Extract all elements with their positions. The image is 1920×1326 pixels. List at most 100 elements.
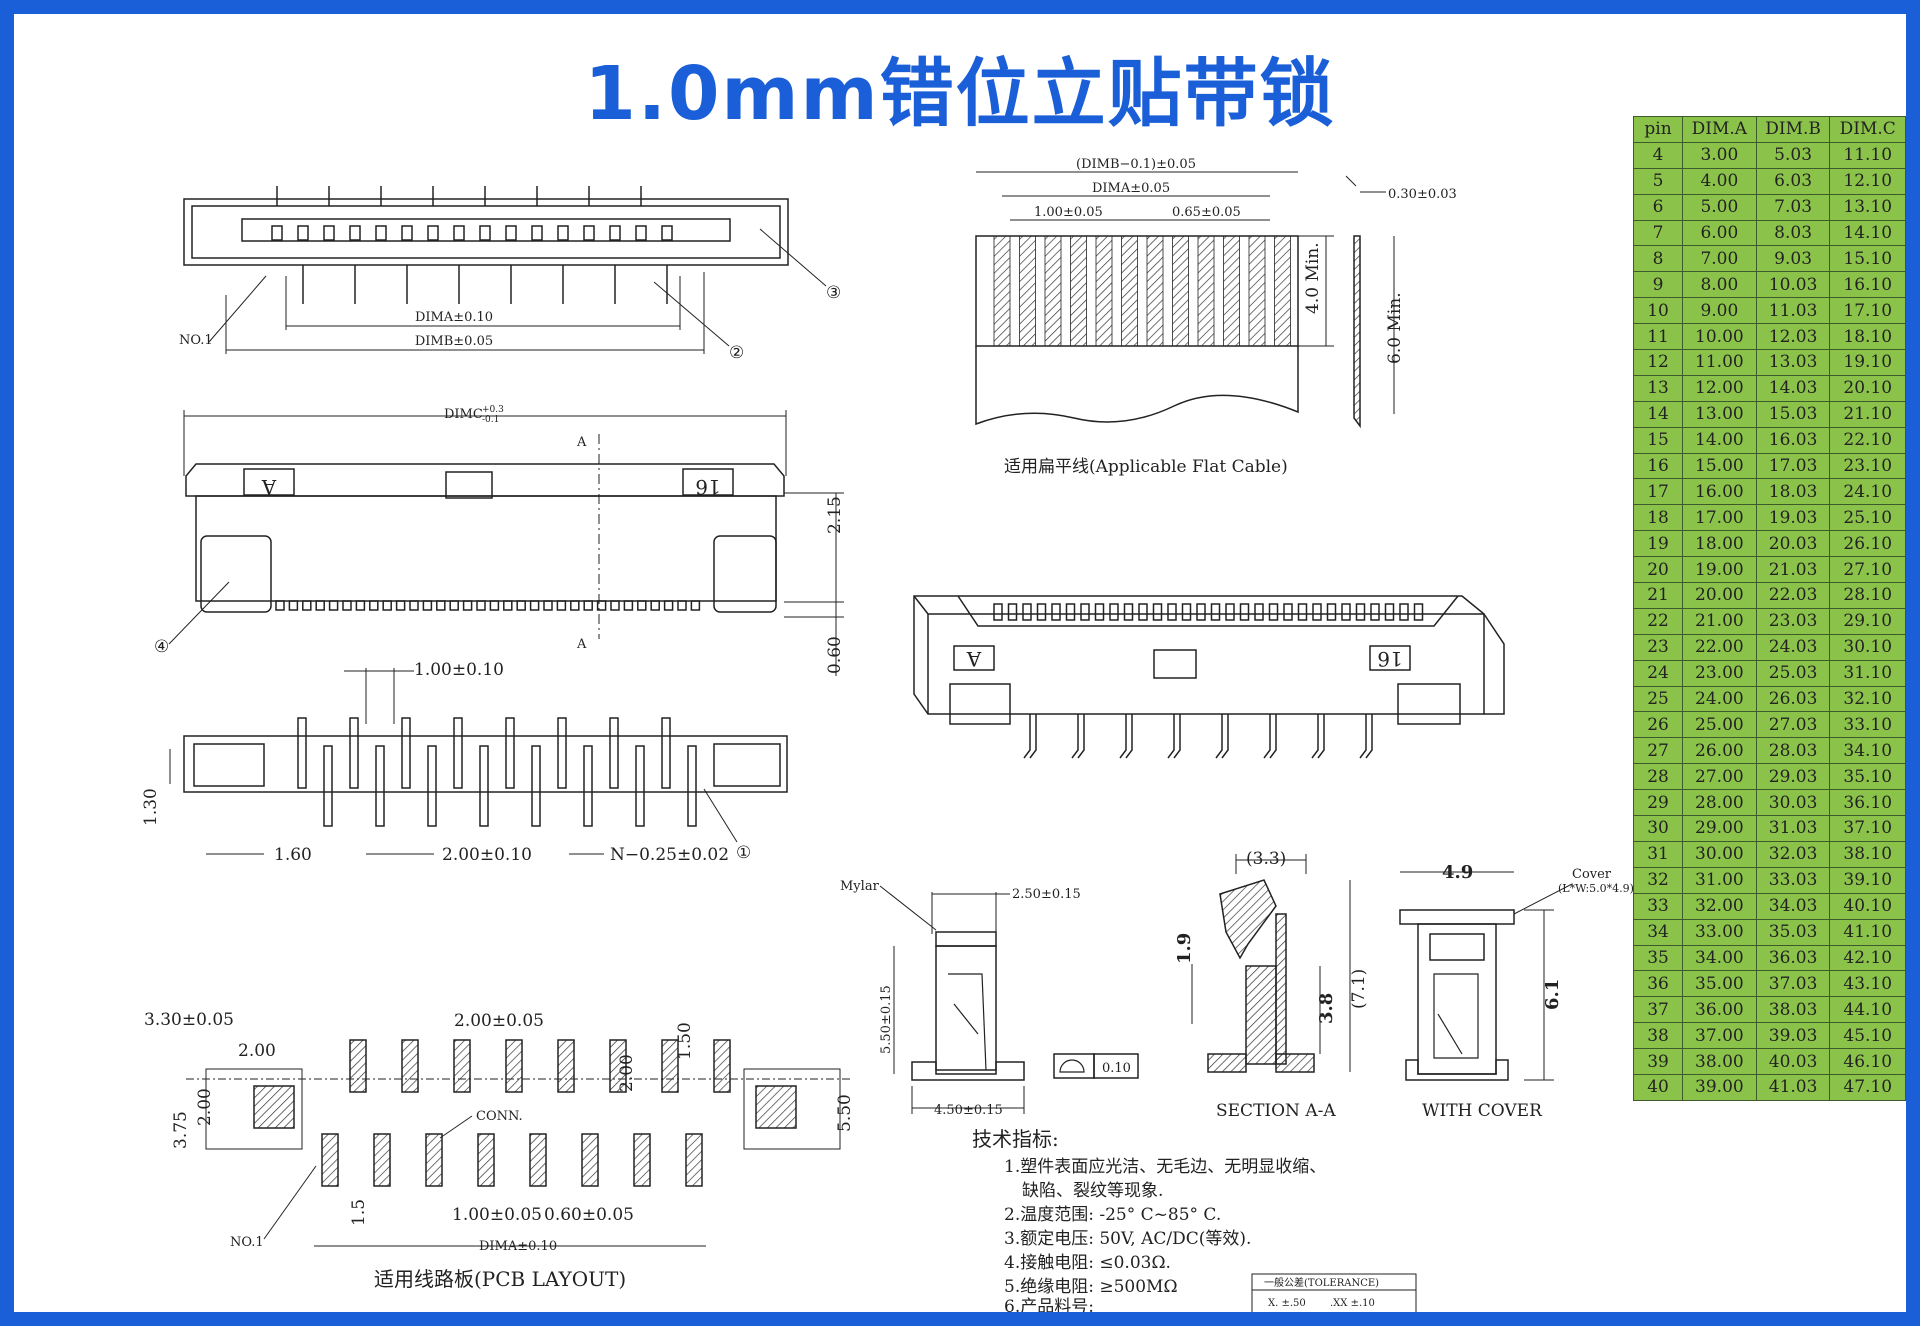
cell-dim-a: 32.00 xyxy=(1682,892,1757,920)
cell-dim-c: 32.10 xyxy=(1829,685,1906,713)
contact-tooth xyxy=(1283,603,1293,621)
cell-dim-c: 24.10 xyxy=(1829,478,1906,506)
cell-dim-c: 45.10 xyxy=(1829,1022,1906,1050)
cable-d5: 0.30±0.03 xyxy=(1388,187,1457,202)
cell-dim-c: 20.10 xyxy=(1829,374,1906,402)
cell-dim-b: 18.03 xyxy=(1755,478,1831,506)
cable-conductor xyxy=(1019,235,1036,347)
cell-dim-a: 35.00 xyxy=(1682,970,1757,998)
iso-pin xyxy=(1215,714,1229,759)
cell-dim-b: 26.03 xyxy=(1755,685,1831,713)
cell-dim-a: 25.00 xyxy=(1682,711,1757,739)
cell-dim-a: 17.00 xyxy=(1682,504,1757,532)
contact-tooth xyxy=(342,600,352,611)
contact-slot xyxy=(401,225,413,241)
contact-tooth xyxy=(1181,603,1192,621)
cell-pin: 36 xyxy=(1632,970,1684,998)
cover-size: (L*W:5.0*4.9) xyxy=(1558,882,1634,895)
dim-c-label: DIMC xyxy=(444,407,483,422)
cell-dim-b: 29.03 xyxy=(1755,763,1831,791)
cell-dim-b: 25.03 xyxy=(1755,659,1831,687)
contact-slot xyxy=(583,225,595,241)
cell-dim-b: 16.03 xyxy=(1755,426,1831,454)
pcb-200b: 2.00±0.05 xyxy=(454,1011,544,1031)
pad-bottom xyxy=(529,1133,547,1187)
contact-tooth xyxy=(637,600,647,611)
cell-dim-b: 10.03 xyxy=(1755,271,1831,299)
cell-pin: 33 xyxy=(1632,892,1684,920)
cell-dim-a: 15.00 xyxy=(1682,452,1757,480)
pad-top xyxy=(557,1039,575,1093)
pcb-conn: CONN. xyxy=(476,1109,523,1124)
cell-dim-c: 34.10 xyxy=(1829,737,1906,765)
cell-pin: 11 xyxy=(1632,323,1684,351)
cell-dim-c: 25.10 xyxy=(1829,504,1906,532)
iso-pin xyxy=(1023,714,1037,759)
cell-dim-a: 19.00 xyxy=(1682,556,1757,584)
cell-dim-b: 37.03 xyxy=(1755,970,1831,998)
cell-dim-b: 33.03 xyxy=(1755,866,1831,894)
iso-pin xyxy=(1119,714,1133,759)
contact-tooth xyxy=(1239,603,1250,621)
contact-slot xyxy=(531,225,543,241)
cell-pin: 23 xyxy=(1632,633,1684,661)
contact-tooth xyxy=(476,600,486,611)
cell-dim-c: 29.10 xyxy=(1829,607,1906,635)
cell-dim-a: 31.00 xyxy=(1682,866,1757,894)
cable-d7: 6.0 Min. xyxy=(1385,292,1405,364)
cell-dim-b: 36.03 xyxy=(1755,944,1831,972)
contact-slot xyxy=(609,225,621,241)
cable-conductor xyxy=(1146,235,1164,347)
cell-dim-b: 28.03 xyxy=(1755,737,1831,765)
contact-tooth xyxy=(1297,603,1308,621)
contact-tooth xyxy=(623,600,634,611)
pad-top xyxy=(453,1039,471,1093)
cell-dim-b: 9.03 xyxy=(1755,245,1831,273)
pcb-200a: 2.00 xyxy=(238,1041,276,1061)
cell-dim-c: 44.10 xyxy=(1829,996,1906,1024)
pcb-330: 3.30±0.05 xyxy=(144,1010,234,1030)
contact-tooth xyxy=(1109,603,1119,621)
cell-dim-a: 7.00 xyxy=(1682,245,1757,273)
col-header-dim-a: DIM.A xyxy=(1682,116,1757,143)
cell-dim-a: 11.00 xyxy=(1682,349,1757,376)
pad-top xyxy=(609,1039,627,1093)
contact-tooth xyxy=(583,600,593,611)
cell-dim-c: 23.10 xyxy=(1829,452,1906,480)
pin-lead xyxy=(349,717,359,789)
cover-label: Cover xyxy=(1572,867,1612,882)
cell-dim-a: 20.00 xyxy=(1682,582,1757,609)
cell-dim-a: 6.00 xyxy=(1682,219,1757,247)
cell-pin: 37 xyxy=(1632,996,1684,1024)
drawing-sheet: 1.0mm错位立贴带锁 DIMA±0.10 DIMB±0.05 NO.1 xyxy=(14,14,1906,1312)
cell-pin: 21 xyxy=(1632,582,1684,609)
dim-a-label: DIMA±0.10 xyxy=(415,310,493,325)
contact-tooth xyxy=(1370,603,1380,621)
pcb-15: 1.5 xyxy=(349,1199,369,1226)
cell-pin: 29 xyxy=(1632,789,1684,817)
cell-dim-b: 27.03 xyxy=(1755,711,1831,739)
callout-3: ③ xyxy=(826,283,841,303)
tolerance-xx: .XX ±.10 xyxy=(1330,1298,1375,1309)
callout-4: ④ xyxy=(154,637,169,657)
section-a-top: A xyxy=(576,435,587,450)
section-71: (7.1) xyxy=(1349,969,1369,1009)
iso-pin xyxy=(1311,714,1325,759)
contact-slot xyxy=(557,225,569,241)
pin-lead xyxy=(635,745,645,827)
height-060: 0.60 xyxy=(825,636,845,674)
cell-dim-c: 21.10 xyxy=(1829,400,1906,428)
height-215: 2.15 xyxy=(825,496,845,534)
pcb-no1: NO.1 xyxy=(230,1235,264,1250)
cell-dim-c: 28.10 xyxy=(1829,582,1906,609)
cell-dim-a: 28.00 xyxy=(1682,789,1757,817)
